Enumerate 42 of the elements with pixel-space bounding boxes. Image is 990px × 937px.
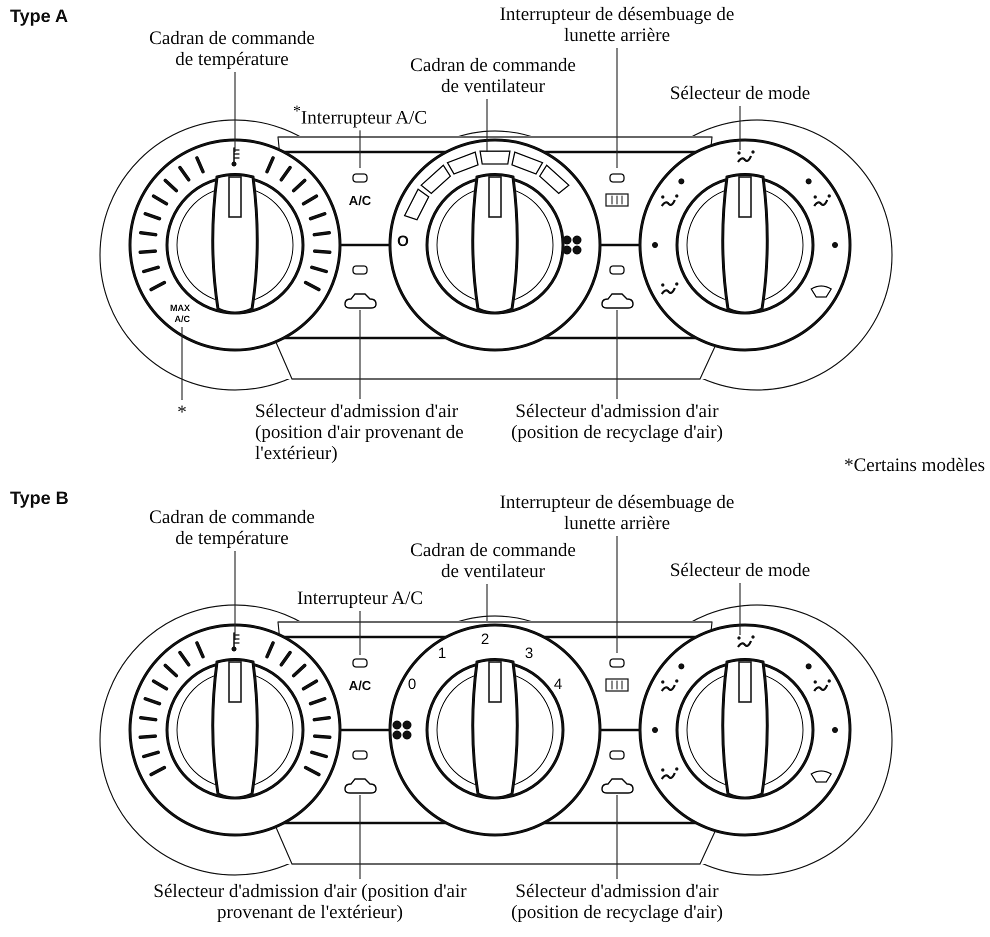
dial-number: 3 — [524, 645, 534, 662]
section-heading: Type B — [10, 488, 69, 508]
callout-text: Sélecteur d'admission d'air (position de recyclage d'air) — [487, 401, 747, 443]
dial-number: 0 — [408, 676, 416, 693]
leader-line — [616, 795, 618, 879]
leader-line — [739, 583, 741, 635]
callout-text: $^{*}$Interrupteur A/C — [292, 101, 428, 128]
leader-line — [359, 130, 361, 168]
callout-text: Interrupteur A/C — [296, 588, 424, 609]
leader-line — [486, 99, 488, 152]
callout-text: Sélecteur d'admission d'air (position d'air provenant de l'extérieur) — [145, 881, 475, 923]
callout-text: Cadran de commande de ventilateur — [403, 55, 583, 97]
switch-label: A/C — [348, 193, 372, 208]
dial-number: 4 — [554, 676, 562, 693]
dial-number: 1 — [438, 645, 446, 662]
footnote-mark: * — [177, 402, 187, 423]
leader-line — [616, 536, 618, 653]
callout-text: Sélecteur d'admission d'air (position de recyclage d'air) — [487, 881, 747, 923]
dial-number: 2 — [480, 631, 490, 648]
switch-label: A/C — [348, 678, 372, 693]
callout-text: Sélecteur de mode — [670, 560, 810, 581]
leader-line — [359, 611, 361, 655]
callout-text: Cadran de commande de température — [142, 28, 322, 70]
section-heading: Type A — [10, 6, 68, 26]
leader-line — [234, 551, 236, 640]
callout-text: Interrupteur de désembuage de lunette arrière — [500, 4, 734, 46]
callout-text: Interrupteur de désembuage de lunette arrière — [500, 492, 734, 534]
callout-text: Cadran de commande de température — [142, 507, 322, 549]
callout-text: Sélecteur d'admission d'air (position d'air provenant de l'extérieur) — [255, 401, 470, 464]
leader-line — [234, 72, 236, 152]
leader-line — [181, 327, 183, 400]
dial-number: O — [397, 233, 409, 250]
leader-line — [616, 310, 618, 399]
callout-text: Sélecteur de mode — [670, 83, 810, 104]
callout-text: Cadran de commande de ventilateur — [403, 540, 583, 582]
leader-line — [359, 795, 361, 879]
leader-line — [359, 310, 361, 399]
leader-line — [486, 584, 488, 621]
footnote: *Certains modèles — [844, 455, 985, 476]
leader-line — [616, 48, 618, 168]
dial-marking: MAX A/C — [164, 303, 190, 325]
leader-line — [739, 106, 741, 150]
